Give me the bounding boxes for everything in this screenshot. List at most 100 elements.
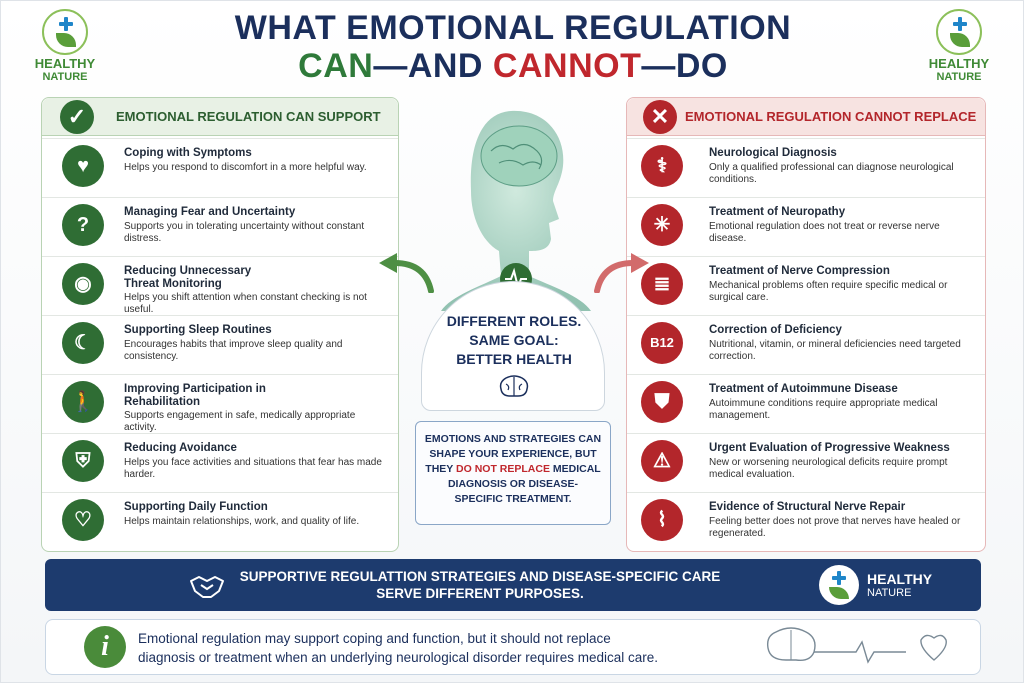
cannot-replace-heading: EMOTIONAL REGULATION CANNOT REPLACE: [685, 109, 977, 124]
item-description: Supports engagement in safe, medically a…: [124, 410, 356, 433]
title-can: CAN: [298, 47, 374, 85]
item-title: Treatment of Nerve Compression: [709, 265, 890, 277]
question-head-icon: ?: [62, 204, 104, 246]
roles-line-1: DIFFERENT ROLES.: [446, 313, 582, 329]
list-item: ≣ Treatment of Nerve Compression Mechani…: [627, 256, 985, 315]
page-title-line2: CAN—AND CANNOT—DO: [1, 47, 1024, 86]
item-title: Managing Fear and Uncertainty: [124, 206, 296, 218]
summary-banner: SUPPORTIVE REGULATTION STRATEGIES AND DI…: [45, 559, 981, 611]
head-silhouette-illustration: [441, 110, 591, 311]
page-title-line1: WHAT EMOTIONAL REGULATION: [234, 9, 792, 47]
item-title: Reducing Avoidance: [124, 442, 237, 454]
roles-line-2: SAME GOAL:: [469, 332, 559, 348]
item-title: Supporting Daily Function: [124, 501, 268, 513]
shield-icon: ⛨: [62, 440, 104, 482]
title-dash: —AND: [373, 47, 493, 85]
arrow-right-icon: [594, 253, 649, 293]
list-item: ✳ Treatment of Neuropathy Emotional regu…: [627, 197, 985, 256]
list-item: ⌇ Evidence of Structural Nerve Repair Fe…: [627, 492, 985, 551]
list-item: ⛨ Reducing Avoidance Helps you face acti…: [42, 433, 398, 492]
banner-brand-name: HEALTHY: [867, 571, 933, 587]
heart-head-icon: ♥: [62, 145, 104, 187]
list-item: B12 Correction of Deficiency Nutritional…: [627, 315, 985, 374]
can-support-panel: ✓ EMOTIONAL REGULATION CAN SUPPORT ♥ Cop…: [41, 97, 399, 552]
warning-icon: ⚠: [641, 440, 683, 482]
center-note-emphasis: DO NOT REPLACE: [456, 463, 550, 475]
list-item: ? Managing Fear and Uncertainty Supports…: [42, 197, 398, 256]
item-title: Reducing Unnecessary Threat Monitoring: [124, 265, 252, 290]
item-description: Mechanical problems often require specif…: [709, 280, 948, 303]
item-title: Correction of Deficiency: [709, 324, 842, 336]
item-description: Helps maintain relationships, work, and …: [124, 516, 360, 527]
stethoscope-icon: ⚕: [641, 145, 683, 187]
item-description: Nutritional, vitamin, or mineral deficie…: [709, 339, 961, 362]
item-title: Treatment of Autoimmune Disease: [709, 383, 898, 395]
list-item: ◉ Reducing Unnecessary Threat Monitoring…: [42, 256, 398, 315]
can-support-header: ✓ EMOTIONAL REGULATION CAN SUPPORT: [42, 98, 398, 136]
logo-mark-icon: [42, 9, 88, 55]
walking-person-icon: 🚶: [62, 381, 104, 423]
brain-icon: [499, 375, 529, 397]
spine-icon: ≣: [641, 263, 683, 305]
list-item: ♡ Supporting Daily Function Helps mainta…: [42, 492, 398, 551]
banner-line-1: SUPPORTIVE REGULATTION STRATEGIES AND DI…: [239, 569, 721, 584]
list-item: ⚕ Neurological Diagnosis Only a qualifie…: [627, 138, 985, 197]
footer-text: Emotional regulation may support coping …: [138, 629, 738, 667]
footer-line-1: Emotional regulation may support coping …: [138, 631, 611, 646]
neuron-icon: ✳: [641, 204, 683, 246]
title-do: —DO: [641, 47, 728, 85]
autoimmune-shield-icon: ⛊: [641, 381, 683, 423]
brand-subname: NATURE: [936, 71, 982, 83]
list-item: ☾ Supporting Sleep Routines Encourages h…: [42, 315, 398, 374]
list-item: 🚶 Improving Participation in Rehabilitat…: [42, 374, 398, 433]
handshake-icon: [190, 576, 224, 598]
title-cannot: CANNOT: [492, 47, 642, 85]
list-item: ⚠ Urgent Evaluation of Progressive Weakn…: [627, 433, 985, 492]
item-description: Encourages habits that improve sleep qua…: [124, 339, 343, 362]
item-description: Feeling better does not prove that nerve…: [709, 516, 961, 539]
moon-icon: ☾: [62, 322, 104, 364]
item-title: Coping with Symptoms: [124, 147, 252, 159]
center-note-part1: EMOTIONS AND STRATEGIES CAN SHAPE YOUR E…: [424, 433, 602, 475]
brand-name: HEALTHY: [34, 56, 96, 71]
eye-icon: ◉: [62, 263, 104, 305]
can-support-heading: EMOTIONAL REGULATION CAN SUPPORT: [116, 109, 381, 124]
item-description: New or worsening neurological deficits r…: [709, 457, 948, 480]
list-item: ♥ Coping with Symptoms Helps you respond…: [42, 138, 398, 197]
footer-note: i Emotional regulation may support copin…: [45, 619, 981, 675]
item-title: Supporting Sleep Routines: [124, 324, 272, 336]
item-title: Evidence of Structural Nerve Repair: [709, 501, 906, 513]
brand-logo-left: HEALTHY NATURE: [23, 9, 107, 83]
item-title: Neurological Diagnosis: [709, 147, 837, 159]
x-mark-icon: ✕: [643, 100, 677, 134]
b12-icon: B12: [641, 322, 683, 364]
dna-icon: ⌇: [641, 499, 683, 541]
brand-subname: NATURE: [42, 71, 88, 83]
list-item: ⛊ Treatment of Autoimmune Disease Autoim…: [627, 374, 985, 433]
footer-line-2: diagnosis or treatment when an underlyin…: [138, 650, 659, 665]
cannot-replace-header: ✕ EMOTIONAL REGULATION CANNOT REPLACE: [627, 98, 985, 136]
brand-logo-right: HEALTHY NATURE: [917, 9, 1001, 83]
item-description: Helps you respond to discomfort in a mor…: [124, 162, 367, 173]
item-description: Supports you in tolerating uncertainty w…: [124, 221, 365, 244]
hands-heart-icon: ♡: [62, 499, 104, 541]
item-description: Helps you shift attention when constant …: [124, 292, 367, 315]
item-description: Helps you face activities and situations…: [124, 457, 382, 480]
arrow-left-icon: [379, 253, 434, 293]
info-icon: i: [84, 626, 126, 668]
banner-brand-subname: NATURE: [867, 587, 912, 599]
center-note-part2: MEDICAL DIAGNOSIS OR DISEASE-SPECIFIC TR…: [447, 463, 601, 505]
brand-name: HEALTHY: [928, 56, 990, 71]
item-title: Urgent Evaluation of Progressive Weaknes…: [709, 442, 950, 454]
cannot-replace-panel: ✕ EMOTIONAL REGULATION CANNOT REPLACE ⚕ …: [626, 97, 986, 552]
item-title: Treatment of Neuropathy: [709, 206, 846, 218]
banner-brand-logo: HEALTHY NATURE: [819, 563, 979, 607]
logo-mark-icon: [819, 565, 859, 605]
banner-line-2: SERVE DIFFERENT PURPOSES.: [376, 586, 584, 601]
item-description: Only a qualified professional can diagno…: [709, 162, 954, 185]
roles-line-3: BETTER HEALTH: [456, 351, 572, 367]
center-note: EMOTIONS AND STRATEGIES CAN SHAPE YOUR E…: [415, 421, 611, 525]
checkmark-icon: ✓: [60, 100, 94, 134]
item-description: Autoimmune conditions require appropriat…: [709, 398, 938, 421]
